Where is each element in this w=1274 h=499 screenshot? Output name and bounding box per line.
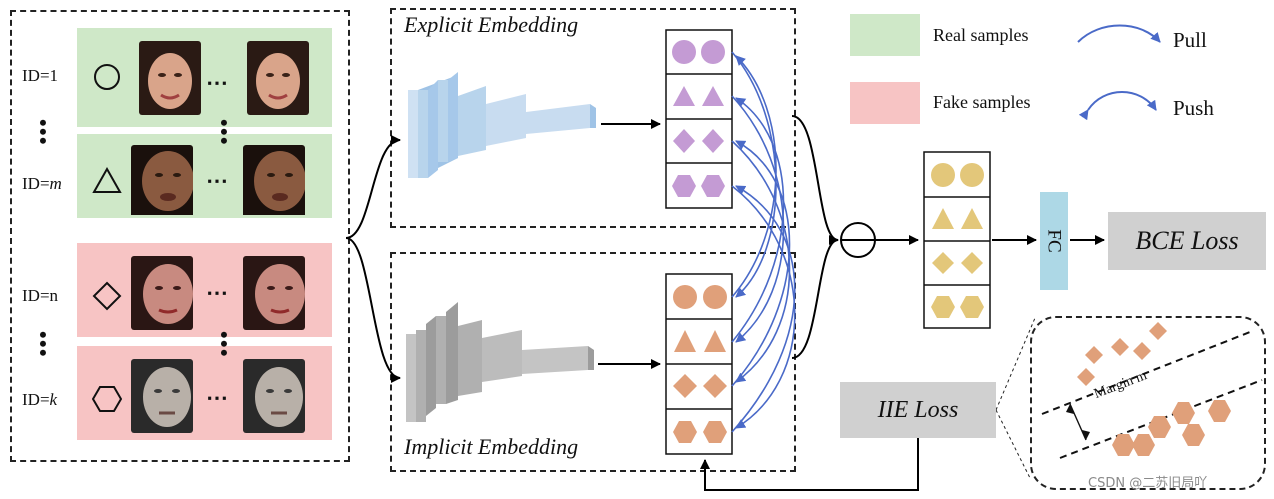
real-row-divider: [77, 127, 332, 134]
pull-push-arrows: [731, 51, 796, 433]
implicit-circle-b: [703, 285, 727, 309]
vertical-ellipsis: •••: [220, 110, 228, 153]
fake-row-divider: [77, 337, 332, 346]
implicit-embedding-column: [665, 273, 733, 455]
implicit-circle-a: [673, 285, 697, 309]
fused-triangle-a: [932, 208, 954, 229]
id-label-k: ID=k: [22, 390, 58, 409]
face-image-fake-nb: [243, 256, 305, 330]
explicit-hexagon-b: [701, 175, 725, 197]
legend-real-label: Real samples: [933, 25, 1029, 45]
triangle-icon: [92, 166, 122, 193]
horizontal-ellipsis: ⋯: [206, 280, 229, 305]
legend-push-label: Push: [1173, 96, 1214, 120]
legend-fake-label: Fake samples: [933, 92, 1031, 112]
implicit-hexagon-b: [703, 421, 727, 443]
watermark: CSDN @二苏旧局吖: [1088, 476, 1208, 491]
explicit-embedding-column: [665, 29, 733, 209]
explicit-embedding-title: Explicit Embedding: [404, 12, 579, 37]
id-label-m: ID=m: [22, 174, 62, 193]
horizontal-ellipsis: ⋯: [206, 70, 229, 95]
bce-loss-box: BCE Loss: [1108, 212, 1266, 270]
face-image-fake-na: [131, 256, 193, 330]
implicit-hexagon-a: [673, 421, 697, 443]
vertical-ellipsis: •••: [220, 322, 228, 365]
face-image-fake-kb: [243, 359, 305, 433]
implicit-diamond-b: [703, 374, 727, 398]
implicit-embedding-title: Implicit Embedding: [404, 434, 579, 459]
explicit-encoder: [408, 72, 596, 178]
face-image-real-1a: [139, 41, 201, 115]
face-image-real-mb: [243, 145, 305, 215]
circle-icon: [94, 64, 120, 90]
fc-label: FC: [1044, 229, 1065, 253]
vertical-ellipsis: •••: [39, 322, 47, 365]
iie-loss-box: IIE Loss: [840, 382, 996, 438]
implicit-encoder: [406, 302, 594, 422]
id-label-1: ID=1: [22, 66, 59, 85]
implicit-triangle-b: [704, 330, 726, 352]
explicit-triangle-a: [673, 86, 695, 106]
explicit-circle-a: [672, 40, 696, 64]
samples-panel: [10, 10, 350, 462]
margin-zoom-panel: [1030, 316, 1266, 490]
explicit-triangle-b: [702, 86, 724, 106]
id-label-n: ID=n: [22, 286, 59, 305]
fused-triangle-b: [961, 208, 983, 229]
fused-circle-b: [960, 163, 984, 187]
face-image-real-1b: [247, 41, 309, 115]
face-image-fake-ka: [131, 359, 193, 433]
fused-circle-a: [931, 163, 955, 187]
diamond-icon: [92, 281, 122, 311]
pull-arrow-icon: [1077, 24, 1161, 43]
legend-fake-swatch: [850, 82, 920, 124]
margin-illustration: [1041, 322, 1263, 459]
explicit-circle-b: [701, 40, 725, 64]
split-arrows: [345, 135, 401, 383]
legend-pull-label: Pull: [1173, 28, 1207, 52]
push-arrow-icon: [1078, 91, 1157, 121]
explicit-embedding-box: [390, 8, 796, 228]
legend-real-swatch: [850, 14, 920, 56]
fused-hexagon-b: [960, 296, 984, 318]
implicit-embedding-box: [390, 252, 796, 472]
fused-diamond-a: [932, 252, 954, 274]
fc-layer: FC: [1040, 192, 1068, 290]
implicit-diamond-a: [673, 374, 697, 398]
fused-hexagon-a: [931, 296, 955, 318]
horizontal-ellipsis: ⋯: [206, 168, 229, 193]
explicit-diamond-b: [702, 129, 724, 153]
fused-embedding-column: [923, 151, 991, 329]
implicit-triangle-a: [674, 330, 696, 352]
face-image-real-ma: [131, 145, 193, 215]
fused-diamond-b: [961, 252, 983, 274]
explicit-diamond-a: [673, 129, 695, 153]
vertical-ellipsis: •••: [39, 110, 47, 153]
hexagon-icon: [92, 386, 122, 412]
explicit-hexagon-a: [672, 175, 696, 197]
horizontal-ellipsis: ⋯: [206, 385, 229, 410]
